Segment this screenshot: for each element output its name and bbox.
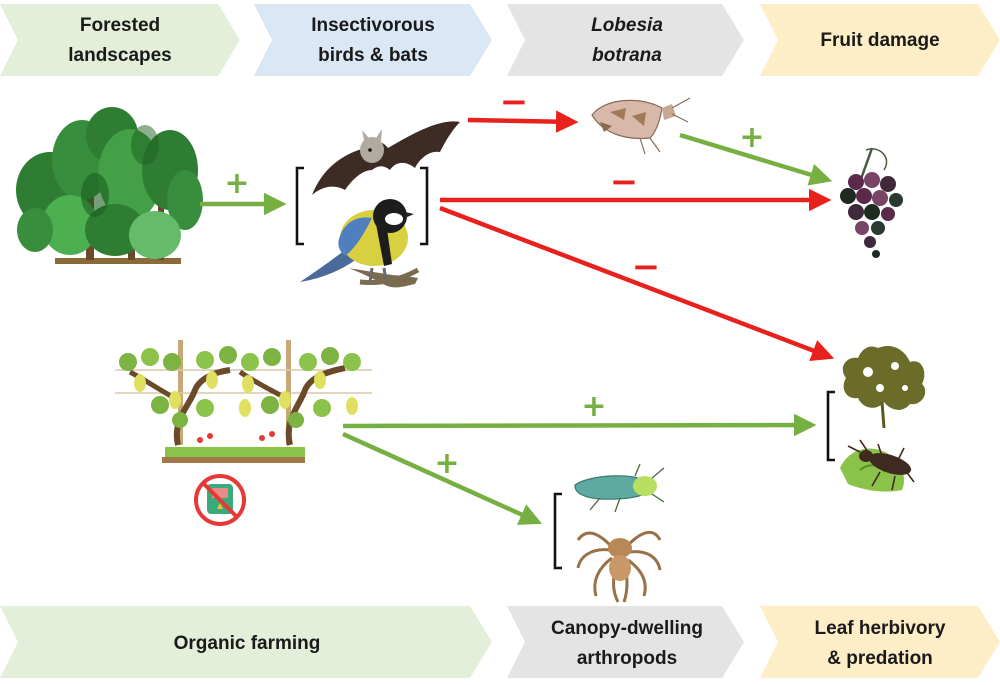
beetle-on-leaf-icon xyxy=(840,439,915,492)
banner-text-line: birds & bats xyxy=(318,45,428,66)
sign-predators-to-moth: − xyxy=(500,82,529,122)
great-tit-bird-icon xyxy=(300,199,420,288)
no-pesticide-icon xyxy=(194,474,246,526)
banner-insectivorous-birds-bats: Insectivorous birds & bats xyxy=(254,4,492,76)
vineyard-icon xyxy=(115,340,372,463)
banner-text-line: Organic farming xyxy=(174,633,321,654)
spider-icon xyxy=(576,530,662,603)
banner-canopy-arthropods: Canopy-dwelling arthropods xyxy=(507,606,744,678)
banner-text-line: landscapes xyxy=(68,45,172,66)
grape-cluster-icon xyxy=(840,147,903,258)
sign-organic-to-leaf: + xyxy=(581,389,606,424)
arthropod-bracket xyxy=(553,492,562,570)
banner-text-line: Lobesia xyxy=(591,15,663,36)
predator-bracket xyxy=(295,166,429,246)
arrow-organic-to-leaf xyxy=(342,413,817,437)
banner-text-line: Fruit damage xyxy=(820,30,939,51)
banner-forested-landscapes: Forested landscapes xyxy=(0,4,240,76)
sign-forest-to-predators: + xyxy=(224,166,249,201)
banner-organic-farming: Organic farming xyxy=(0,606,492,678)
banner-lobesia-botrana: Lobesia botrana xyxy=(507,4,744,76)
banner-text-line: & predation xyxy=(827,648,933,669)
banner-text-line: botrana xyxy=(592,45,662,66)
bat-icon xyxy=(312,121,460,195)
banner-fruit-damage: Fruit damage xyxy=(760,4,1000,76)
banner-text-line: arthropods xyxy=(577,648,677,669)
sign-predators-to-leaf: − xyxy=(632,247,661,287)
sign-organic-to-arthropods: + xyxy=(434,446,459,481)
forest-icon xyxy=(16,107,203,264)
banner-text-line: Leaf herbivory xyxy=(815,618,946,639)
sign-moth-to-fruit: + xyxy=(739,120,764,155)
banner-text-line: Forested xyxy=(80,15,160,36)
banner-leaf-herbivory: Leaf herbivory & predation xyxy=(760,606,1000,678)
arrow-predators-to-leaf xyxy=(439,205,835,362)
damaged-leaf-icon xyxy=(842,345,926,429)
leaf-bracket xyxy=(826,390,835,462)
leafhopper-icon xyxy=(574,463,665,513)
moth-icon xyxy=(591,97,691,155)
banner-text-line: Insectivorous xyxy=(311,15,435,36)
sign-predators-to-fruit: − xyxy=(610,162,639,202)
arrow-moth-to-fruit xyxy=(679,132,833,186)
arrow-predators-to-moth xyxy=(467,110,579,133)
arrow-organic-to-arthropods xyxy=(342,431,543,525)
banner-text-line: Canopy-dwelling xyxy=(551,618,703,639)
